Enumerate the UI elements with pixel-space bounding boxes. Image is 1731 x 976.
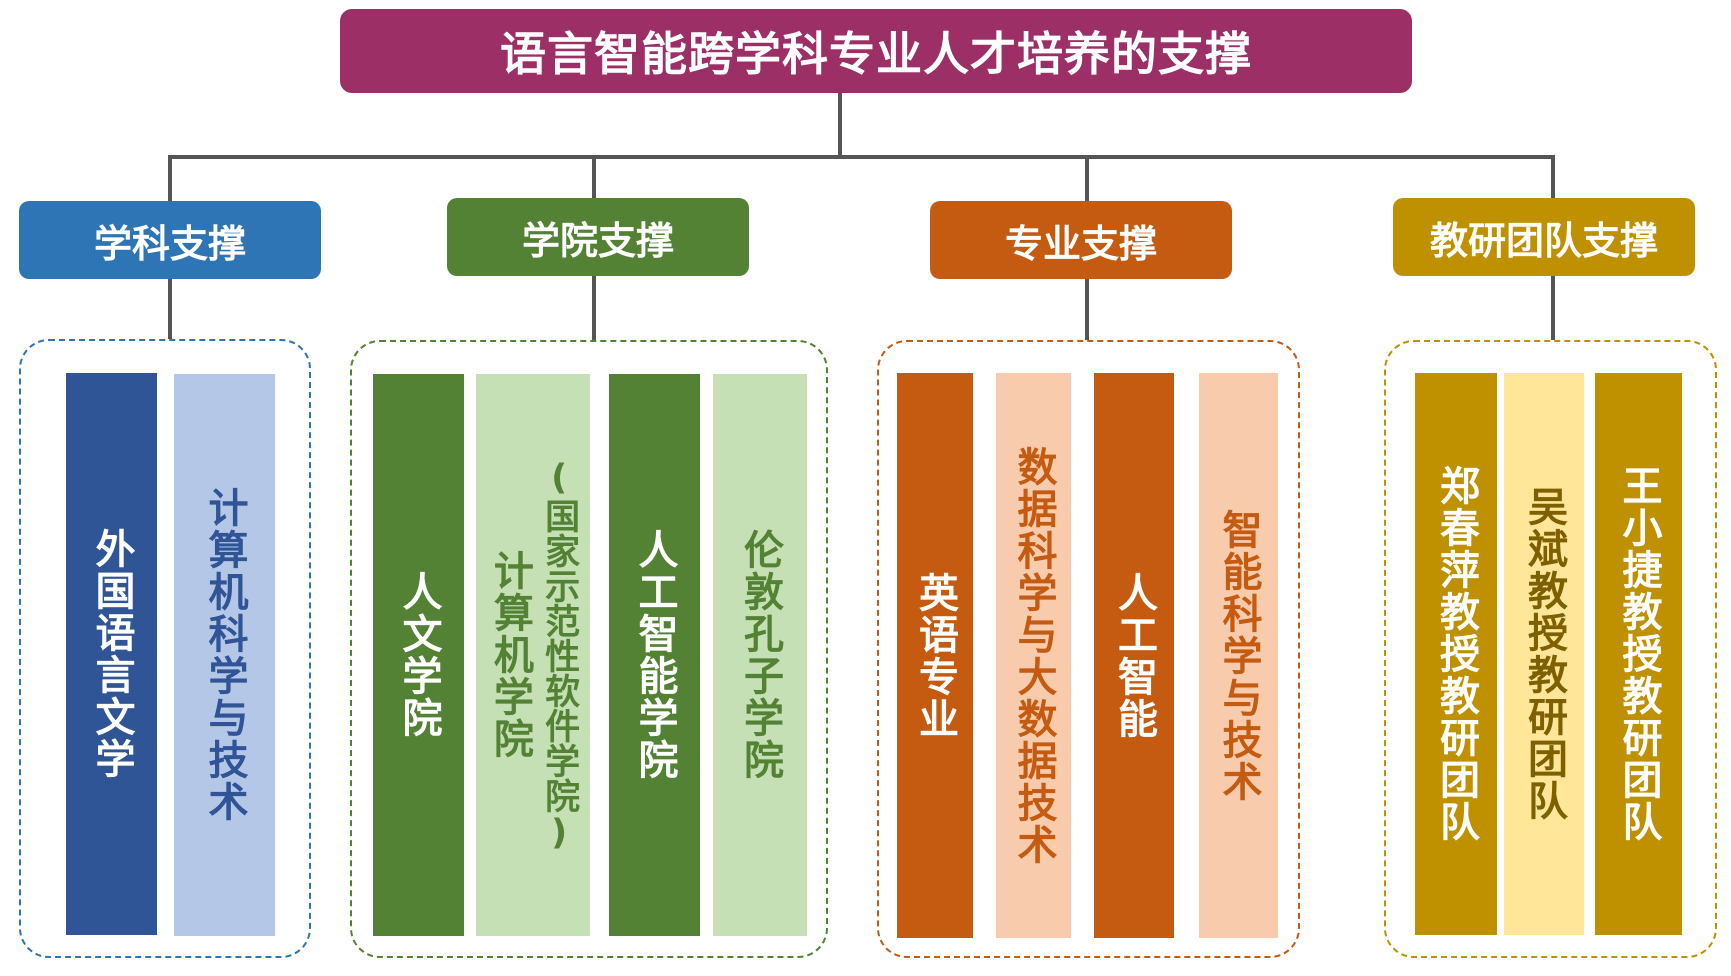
column-humanities-college: 人文学院 [373,374,464,936]
connector-group-3 [1085,279,1089,340]
column-confucius-institute: 伦敦孔子学院 [713,374,807,936]
category-major: 专业支撑 [930,201,1232,279]
connector-group-4 [1551,276,1555,340]
column-artificial-intelligence: 人工智能 [1094,373,1174,938]
group-teaching-team [1384,340,1717,958]
connector-cat-1 [168,155,172,201]
column-computer-college: 计算机学院 (国家示范性软件学院) [476,374,590,936]
connector-cat-2 [592,155,596,198]
connector-title-down [838,93,842,157]
group-major [877,340,1300,958]
category-college: 学院支撑 [447,198,749,276]
connector-group-2 [592,276,596,340]
column-data-science: 数据科学与大数据技术 [996,373,1071,938]
column-ai-college: 人工智能学院 [609,374,700,936]
connector-horizontal [168,155,1555,159]
column-english-major: 英语专业 [897,373,973,938]
column-intelligent-science: 智能科学与技术 [1199,373,1278,938]
category-teaching-team: 教研团队支撑 [1393,198,1695,276]
column-computer-science: 计算机科学与技术 [174,374,275,936]
column-foreign-languages: 外国语言文学 [66,373,157,935]
group-college [350,340,828,958]
group-discipline [19,339,311,958]
column-team-wu: 吴斌教授教研团队 [1504,373,1584,935]
connector-group-1 [168,279,172,339]
column-team-zheng: 郑春萍教授教研团队 [1415,373,1497,935]
column-team-wang: 王小捷教授教研团队 [1595,373,1682,935]
diagram-title: 语言智能跨学科专业人才培养的支撑 [340,9,1412,93]
connector-cat-4 [1551,155,1555,198]
category-discipline: 学科支撑 [19,201,321,279]
connector-cat-3 [1085,155,1089,201]
